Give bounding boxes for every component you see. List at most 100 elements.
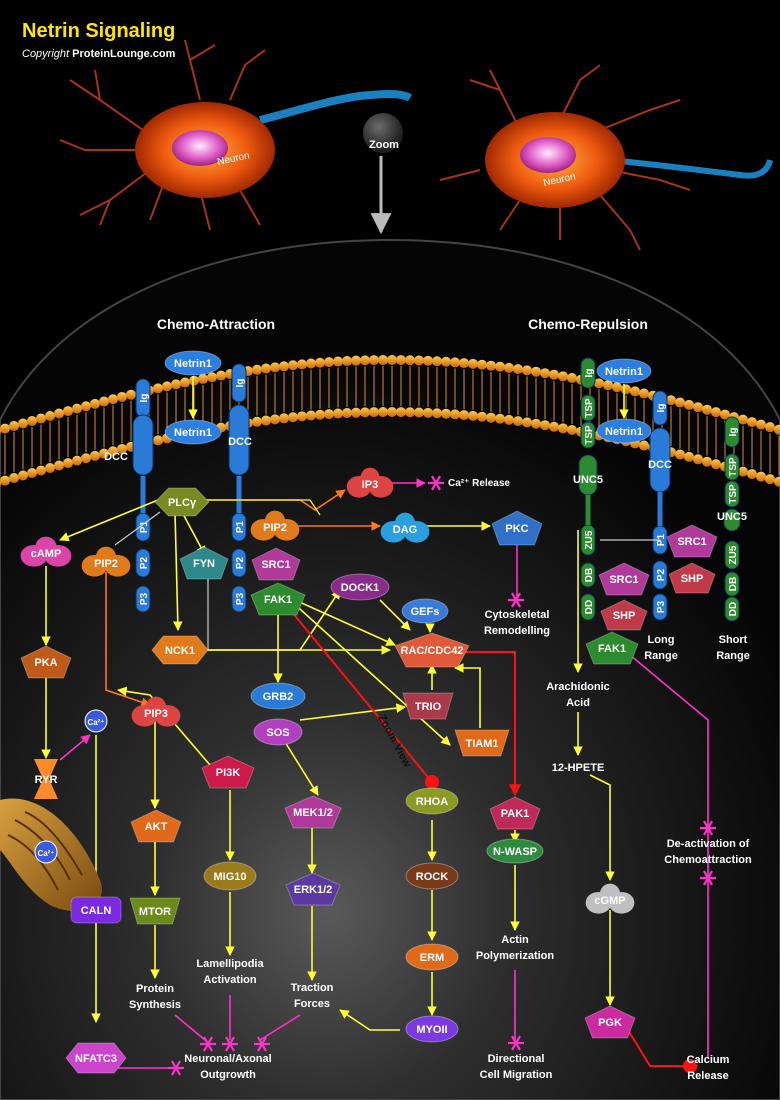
- node-label: N-WASP: [493, 846, 537, 858]
- svg-text:Ig: Ig: [728, 428, 739, 437]
- node-plcg: PLCγ: [154, 487, 210, 517]
- dcc-right-ig-domain: Ig: [652, 390, 668, 426]
- node-label: RAC/CDC42: [401, 645, 464, 657]
- node-label: PGK: [598, 1017, 622, 1029]
- svg-text:DB: DB: [728, 577, 739, 591]
- edge-hpete-cgmp: [589, 774, 615, 881]
- copyright-prefix: Copyright: [22, 48, 70, 60]
- svg-text:P1: P1: [656, 533, 667, 546]
- edge-fak1-tiam1: [289, 599, 451, 746]
- unc5-left-zu5-domain: ZU5: [580, 524, 596, 556]
- node-mtor: MTOR: [129, 897, 181, 925]
- edge-fak1-rac: [294, 599, 396, 646]
- dcc-right-p2-domain: P2: [652, 560, 668, 590]
- unc5-right-stem: [723, 508, 741, 532]
- svg-text:DB: DB: [584, 568, 595, 582]
- edge-pip2-pip3: [105, 572, 151, 707]
- node-label: NCK1: [165, 645, 195, 657]
- svg-text:P3: P3: [235, 592, 246, 605]
- edge-plcg-dag: [205, 499, 321, 516]
- node-label: AKT: [145, 821, 168, 833]
- asterisk-ca-release: [428, 475, 444, 491]
- svg-text:P1: P1: [235, 520, 246, 533]
- dcc-left-p3-domain: P3: [135, 585, 151, 613]
- svg-text:Ig: Ig: [656, 404, 667, 413]
- node-label: ROCK: [416, 871, 448, 883]
- node-fak1-right: FAK1: [585, 631, 639, 665]
- unc5-left-tsp2-domain: TSP: [580, 421, 596, 449]
- node-ca-top: Ca²⁺: [84, 709, 108, 733]
- svg-text:Ig: Ig: [139, 394, 150, 403]
- edge-ca-ryr-calcium: [59, 734, 91, 761]
- unc5-right-label: UNC5: [717, 511, 747, 523]
- dcc-mid-p1-domain: P1: [231, 512, 247, 542]
- unc5-right-zu5-domain: ZU5: [724, 540, 740, 570]
- node-pkc: PKC: [491, 510, 543, 546]
- node-pak1: PAK1: [489, 796, 541, 830]
- edge-sos-trio: [299, 703, 406, 721]
- unc5-left-ig-domain: Ig: [580, 357, 596, 389]
- node-camp: cAMP: [20, 536, 72, 567]
- node-rhoa: RHOA: [405, 787, 459, 815]
- node-label: Netrin1: [605, 426, 643, 438]
- dcc-left-p2-domain: P2: [135, 548, 151, 578]
- asterisk-deactivation-1: [700, 820, 716, 836]
- label-hpete: 12-HPETE: [552, 762, 605, 774]
- edge-plcg-fyn: [181, 511, 206, 556]
- svg-text:ZU5: ZU5: [728, 545, 739, 564]
- node-label: MTOR: [139, 906, 171, 918]
- node-label: CALN: [81, 905, 112, 917]
- node-label: GEFs: [411, 606, 440, 618]
- node-label: SRC1: [609, 574, 638, 586]
- edge-traction-neuronal: [259, 1014, 301, 1041]
- node-label: PIP3: [144, 708, 168, 720]
- node-label: SOS: [266, 727, 289, 739]
- node-shp-mid: SHP: [600, 599, 648, 631]
- node-rac-cdc42: RAC/CDC42: [394, 632, 470, 668]
- section-chemo-repulsion: Chemo-Repulsion: [528, 316, 648, 332]
- node-label: PIP2: [94, 558, 118, 570]
- dcc-left-stem: [132, 414, 154, 476]
- node-src1-mid: SRC1: [598, 562, 650, 596]
- node-fyn: FYN: [179, 546, 229, 580]
- node-src1-right: SRC1: [666, 524, 718, 558]
- node-netrin1-top-left: Netrin1: [164, 350, 222, 376]
- node-label: DAG: [393, 524, 417, 536]
- svg-text:P2: P2: [235, 556, 246, 569]
- edge-rac-pak1: [465, 651, 521, 797]
- node-src1-left: SRC1: [251, 547, 301, 581]
- node-rock: ROCK: [405, 862, 459, 890]
- edge-fak1-rhoa: [281, 599, 439, 789]
- node-label: FAK1: [598, 643, 626, 655]
- node-dock1: DOCK1: [330, 573, 390, 601]
- node-grb2: GRB2: [250, 682, 306, 710]
- edge-plcg-nck1: [172, 511, 183, 631]
- node-label: NFATC3: [75, 1053, 117, 1065]
- node-label: MIG10: [213, 871, 246, 883]
- node-sos: SOS: [253, 718, 303, 746]
- edge-pi3k-pip3: [117, 686, 211, 766]
- node-netrin1-top-right: Netrin1: [596, 358, 652, 384]
- asterisk-deactivation-2: [700, 870, 716, 886]
- asterisk-cytoskeletal: [508, 592, 524, 608]
- edge-plcg-pip2: [114, 511, 161, 546]
- svg-text:TSP: TSP: [584, 398, 595, 418]
- node-ryr: RYR: [34, 759, 58, 799]
- svg-text:P3: P3: [139, 592, 150, 605]
- node-label: RHOA: [416, 796, 448, 808]
- node-erm: ERM: [405, 943, 459, 971]
- node-label: MYOII: [416, 1024, 447, 1036]
- node-label: Ca²⁺: [37, 849, 54, 858]
- node-nfatc3: NFATC3: [65, 1042, 127, 1074]
- node-label: PIP2: [263, 522, 287, 534]
- svg-text:ZU5: ZU5: [584, 530, 595, 549]
